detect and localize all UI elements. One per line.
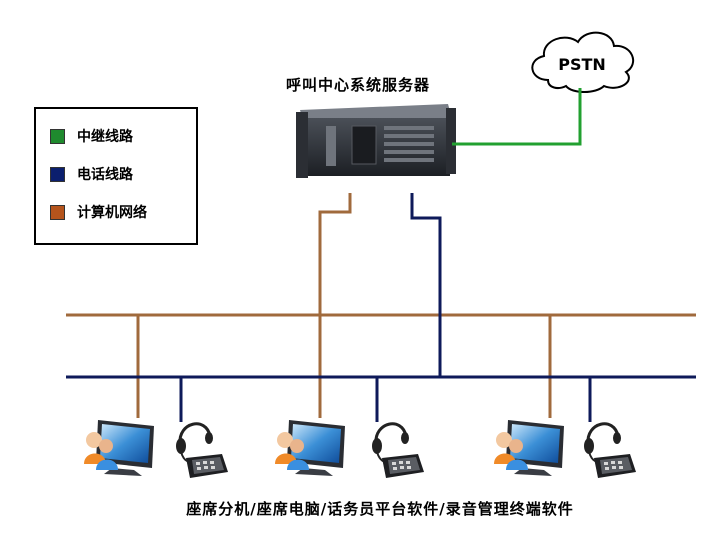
computer-user-icon — [494, 420, 564, 476]
phone-headset-icon — [582, 422, 638, 480]
workstation-2 — [275, 420, 426, 480]
workstation-3 — [494, 420, 638, 480]
orange-square-icon — [50, 204, 65, 220]
green-square-icon — [50, 128, 65, 144]
trunk-line — [452, 88, 582, 146]
legend-label: 电话线路 — [77, 167, 133, 183]
legend-item-network: 计算机网络 — [50, 203, 147, 221]
computer-user-icon — [275, 420, 345, 476]
server-icon — [296, 104, 456, 178]
server-title: 呼叫中心系统服务器 — [285, 76, 430, 94]
legend-item-phone: 电话线路 — [50, 165, 133, 183]
navy-square-icon — [50, 166, 65, 182]
computer-user-icon — [84, 420, 154, 476]
cloud-label: PSTN — [558, 55, 606, 74]
pstn-cloud: PSTN — [531, 31, 635, 93]
legend-item-trunk: 中继线路 — [50, 127, 133, 145]
legend-label: 中继线路 — [77, 129, 133, 145]
legend: 中继线路 电话线路 计算机网络 — [34, 107, 198, 245]
phone-headset-icon — [370, 422, 426, 480]
network-lines — [66, 193, 696, 418]
legend-label: 计算机网络 — [77, 205, 147, 221]
phone-lines — [66, 193, 696, 422]
workstation-1 — [84, 420, 230, 480]
phone-headset-icon — [174, 422, 230, 480]
footer-caption: 座席分机/座席电脑/话务员平台软件/录音管理终端软件 — [186, 500, 574, 518]
